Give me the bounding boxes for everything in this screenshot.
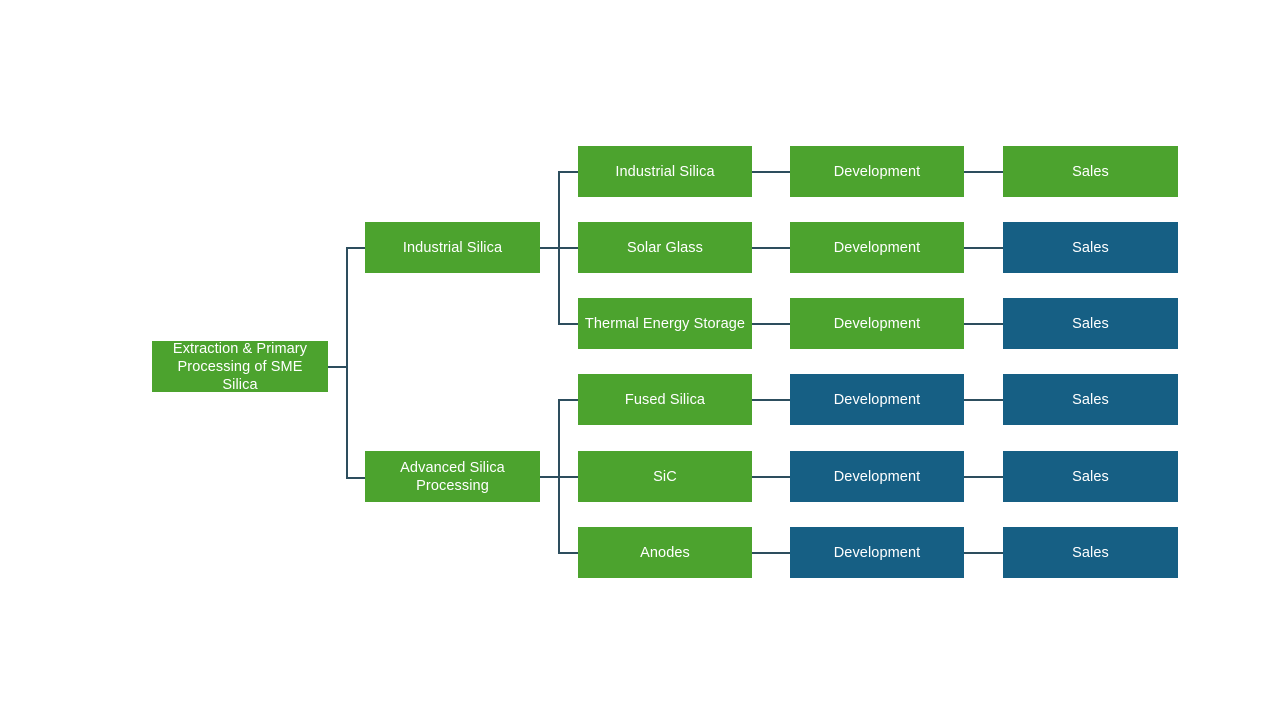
- connector-bus-1-row-3: [558, 323, 579, 325]
- connector-root-trunk: [346, 247, 348, 479]
- connector-product-dev-1: [752, 171, 790, 173]
- connector-dev-sales-3: [964, 323, 1003, 325]
- connector-product-dev-5: [752, 476, 790, 478]
- connector-trunk-to-branch-2: [346, 477, 366, 479]
- connector-product-dev-2: [752, 247, 790, 249]
- node-development-sic[interactable]: Development: [790, 451, 964, 502]
- node-development-anodes[interactable]: Development: [790, 527, 964, 578]
- node-development-solar-glass[interactable]: Development: [790, 222, 964, 273]
- connector-dev-sales-2: [964, 247, 1003, 249]
- node-sales-industrial-silica[interactable]: Sales: [1003, 146, 1178, 197]
- node-sales-sic[interactable]: Sales: [1003, 451, 1178, 502]
- node-sales-anodes[interactable]: Sales: [1003, 527, 1178, 578]
- node-product-fused-silica[interactable]: Fused Silica: [578, 374, 752, 425]
- node-sales-thermal-energy-storage[interactable]: Sales: [1003, 298, 1178, 349]
- node-product-anodes[interactable]: Anodes: [578, 527, 752, 578]
- connector-branch-1-stub: [540, 247, 560, 249]
- connector-bus-2-row-2: [558, 476, 579, 478]
- node-development-thermal-energy-storage[interactable]: Development: [790, 298, 964, 349]
- connector-bus-2-row-3: [558, 552, 579, 554]
- node-product-sic[interactable]: SiC: [578, 451, 752, 502]
- connector-dev-sales-5: [964, 476, 1003, 478]
- node-development-industrial-silica[interactable]: Development: [790, 146, 964, 197]
- connector-product-dev-4: [752, 399, 790, 401]
- connector-trunk-to-branch-1: [346, 247, 366, 249]
- connector-branch-2-bus: [558, 399, 560, 552]
- connector-root-stub: [328, 366, 348, 368]
- connector-branch-2-stub: [540, 476, 560, 478]
- connector-product-dev-3: [752, 323, 790, 325]
- node-branch-industrial-silica[interactable]: Industrial Silica: [365, 222, 540, 273]
- connector-bus-1-row-1: [558, 171, 579, 173]
- connector-bus-1-row-2: [558, 247, 579, 249]
- connector-dev-sales-1: [964, 171, 1003, 173]
- node-sales-fused-silica[interactable]: Sales: [1003, 374, 1178, 425]
- node-development-fused-silica[interactable]: Development: [790, 374, 964, 425]
- node-branch-advanced-silica-processing[interactable]: Advanced Silica Processing: [365, 451, 540, 502]
- connector-bus-2-row-1: [558, 399, 579, 401]
- connector-product-dev-6: [752, 552, 790, 554]
- node-sales-solar-glass[interactable]: Sales: [1003, 222, 1178, 273]
- connector-dev-sales-4: [964, 399, 1003, 401]
- connector-dev-sales-6: [964, 552, 1003, 554]
- node-root[interactable]: Extraction & Primary Processing of SME S…: [152, 341, 328, 393]
- node-product-industrial-silica[interactable]: Industrial Silica: [578, 146, 752, 197]
- node-product-solar-glass[interactable]: Solar Glass: [578, 222, 752, 273]
- node-product-thermal-energy-storage[interactable]: Thermal Energy Storage: [578, 298, 752, 349]
